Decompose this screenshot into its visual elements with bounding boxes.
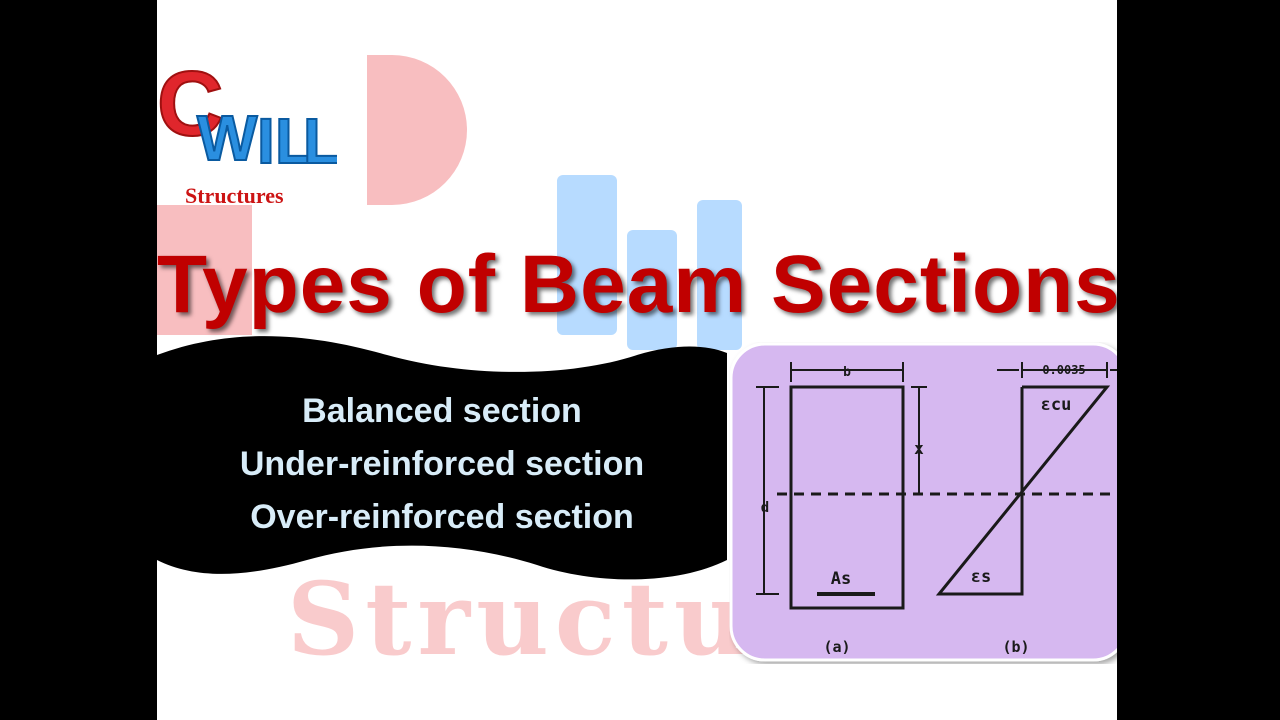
logo-text: Structures: [185, 183, 284, 208]
watermark-shape: [157, 205, 252, 335]
slide: Structure C W I L L Structures Types of …: [157, 0, 1117, 720]
logo: C W I L L: [157, 52, 337, 178]
watermark-shape: [627, 230, 677, 350]
banner-shape: [157, 336, 727, 580]
label-es: εs: [971, 567, 991, 587]
beam-section-diagram: b x d As 0.0035 εcu εs (a) (b): [729, 342, 1117, 662]
label-as: As: [831, 569, 851, 589]
section-types-list: Balanced section Under-reinforced sectio…: [157, 385, 727, 544]
label-x: x: [914, 439, 924, 458]
svg-text:L: L: [303, 105, 337, 177]
svg-text:W: W: [197, 102, 258, 174]
watermark-shape: [697, 200, 742, 350]
svg-text:L: L: [275, 105, 314, 177]
label-ecu: εcu: [1041, 395, 1072, 415]
page-title: Types of Beam Sections: [157, 239, 1117, 330]
caption-a: (a): [823, 638, 850, 656]
watermark-shape: [557, 175, 617, 335]
caption-b: (b): [1002, 638, 1029, 656]
label-strain: 0.0035: [1042, 363, 1085, 377]
svg-text:C: C: [157, 53, 223, 155]
list-item: Under-reinforced section: [239, 445, 645, 483]
list-item: Over-reinforced section: [250, 498, 634, 536]
list-item: Balanced section: [302, 392, 582, 430]
svg-text:I: I: [257, 105, 275, 177]
watermark-shape: [367, 55, 467, 205]
label-b: b: [843, 365, 851, 380]
label-d: d: [761, 500, 769, 516]
